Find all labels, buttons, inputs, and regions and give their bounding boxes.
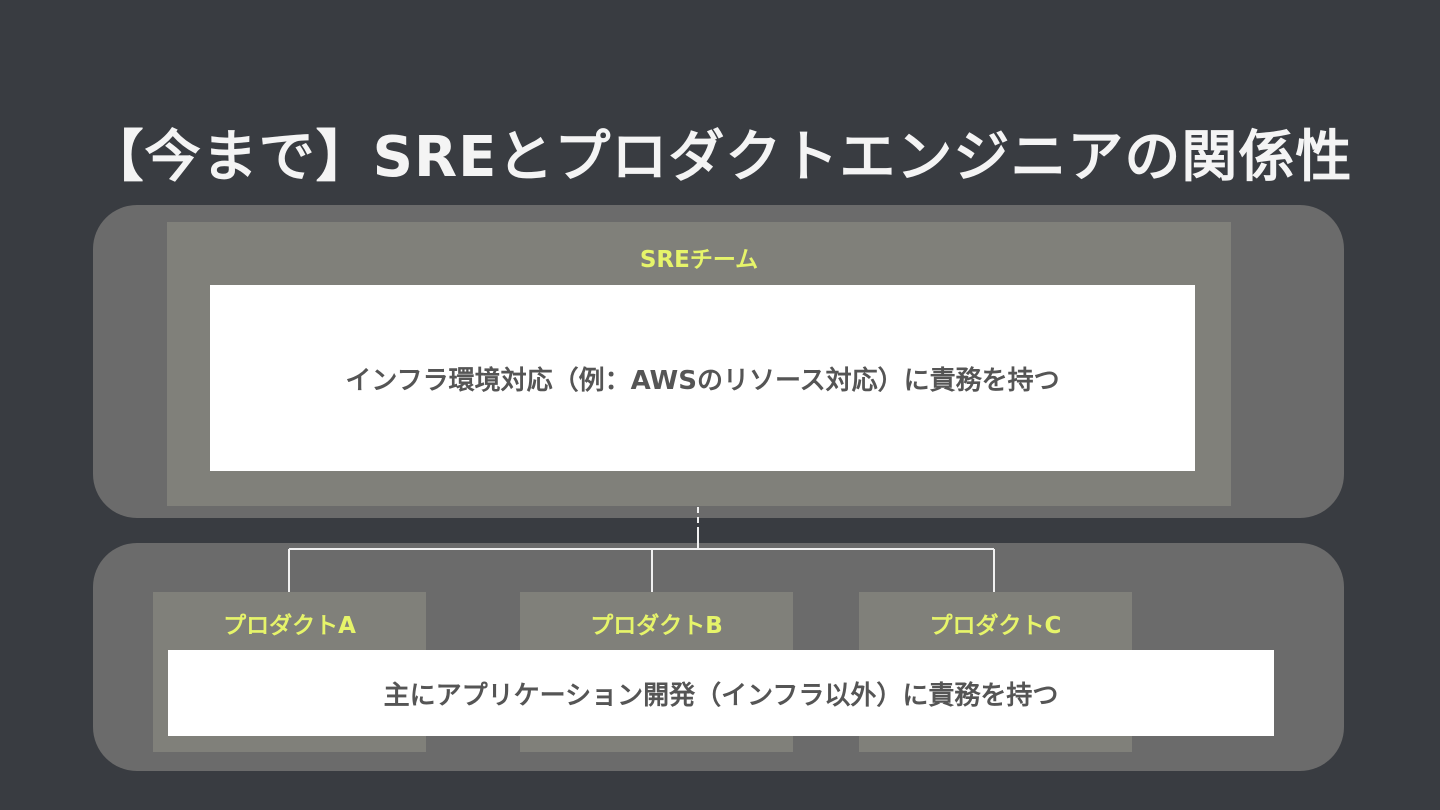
sre-team-description: インフラ環境対応（例：AWSのリソース対応）に責務を持つ xyxy=(210,285,1195,471)
product-b-label: プロダクトB xyxy=(590,613,723,639)
product-a-label: プロダクトA xyxy=(223,613,356,639)
product-c-label: プロダクトC xyxy=(929,613,1062,639)
product-description: 主にアプリケーション開発（インフラ以外）に責務を持つ xyxy=(168,650,1274,736)
page-title: 【今まで】SREとプロダクトエンジニアの関係性 xyxy=(87,125,1353,190)
sre-team-label: SREチーム xyxy=(639,247,759,273)
